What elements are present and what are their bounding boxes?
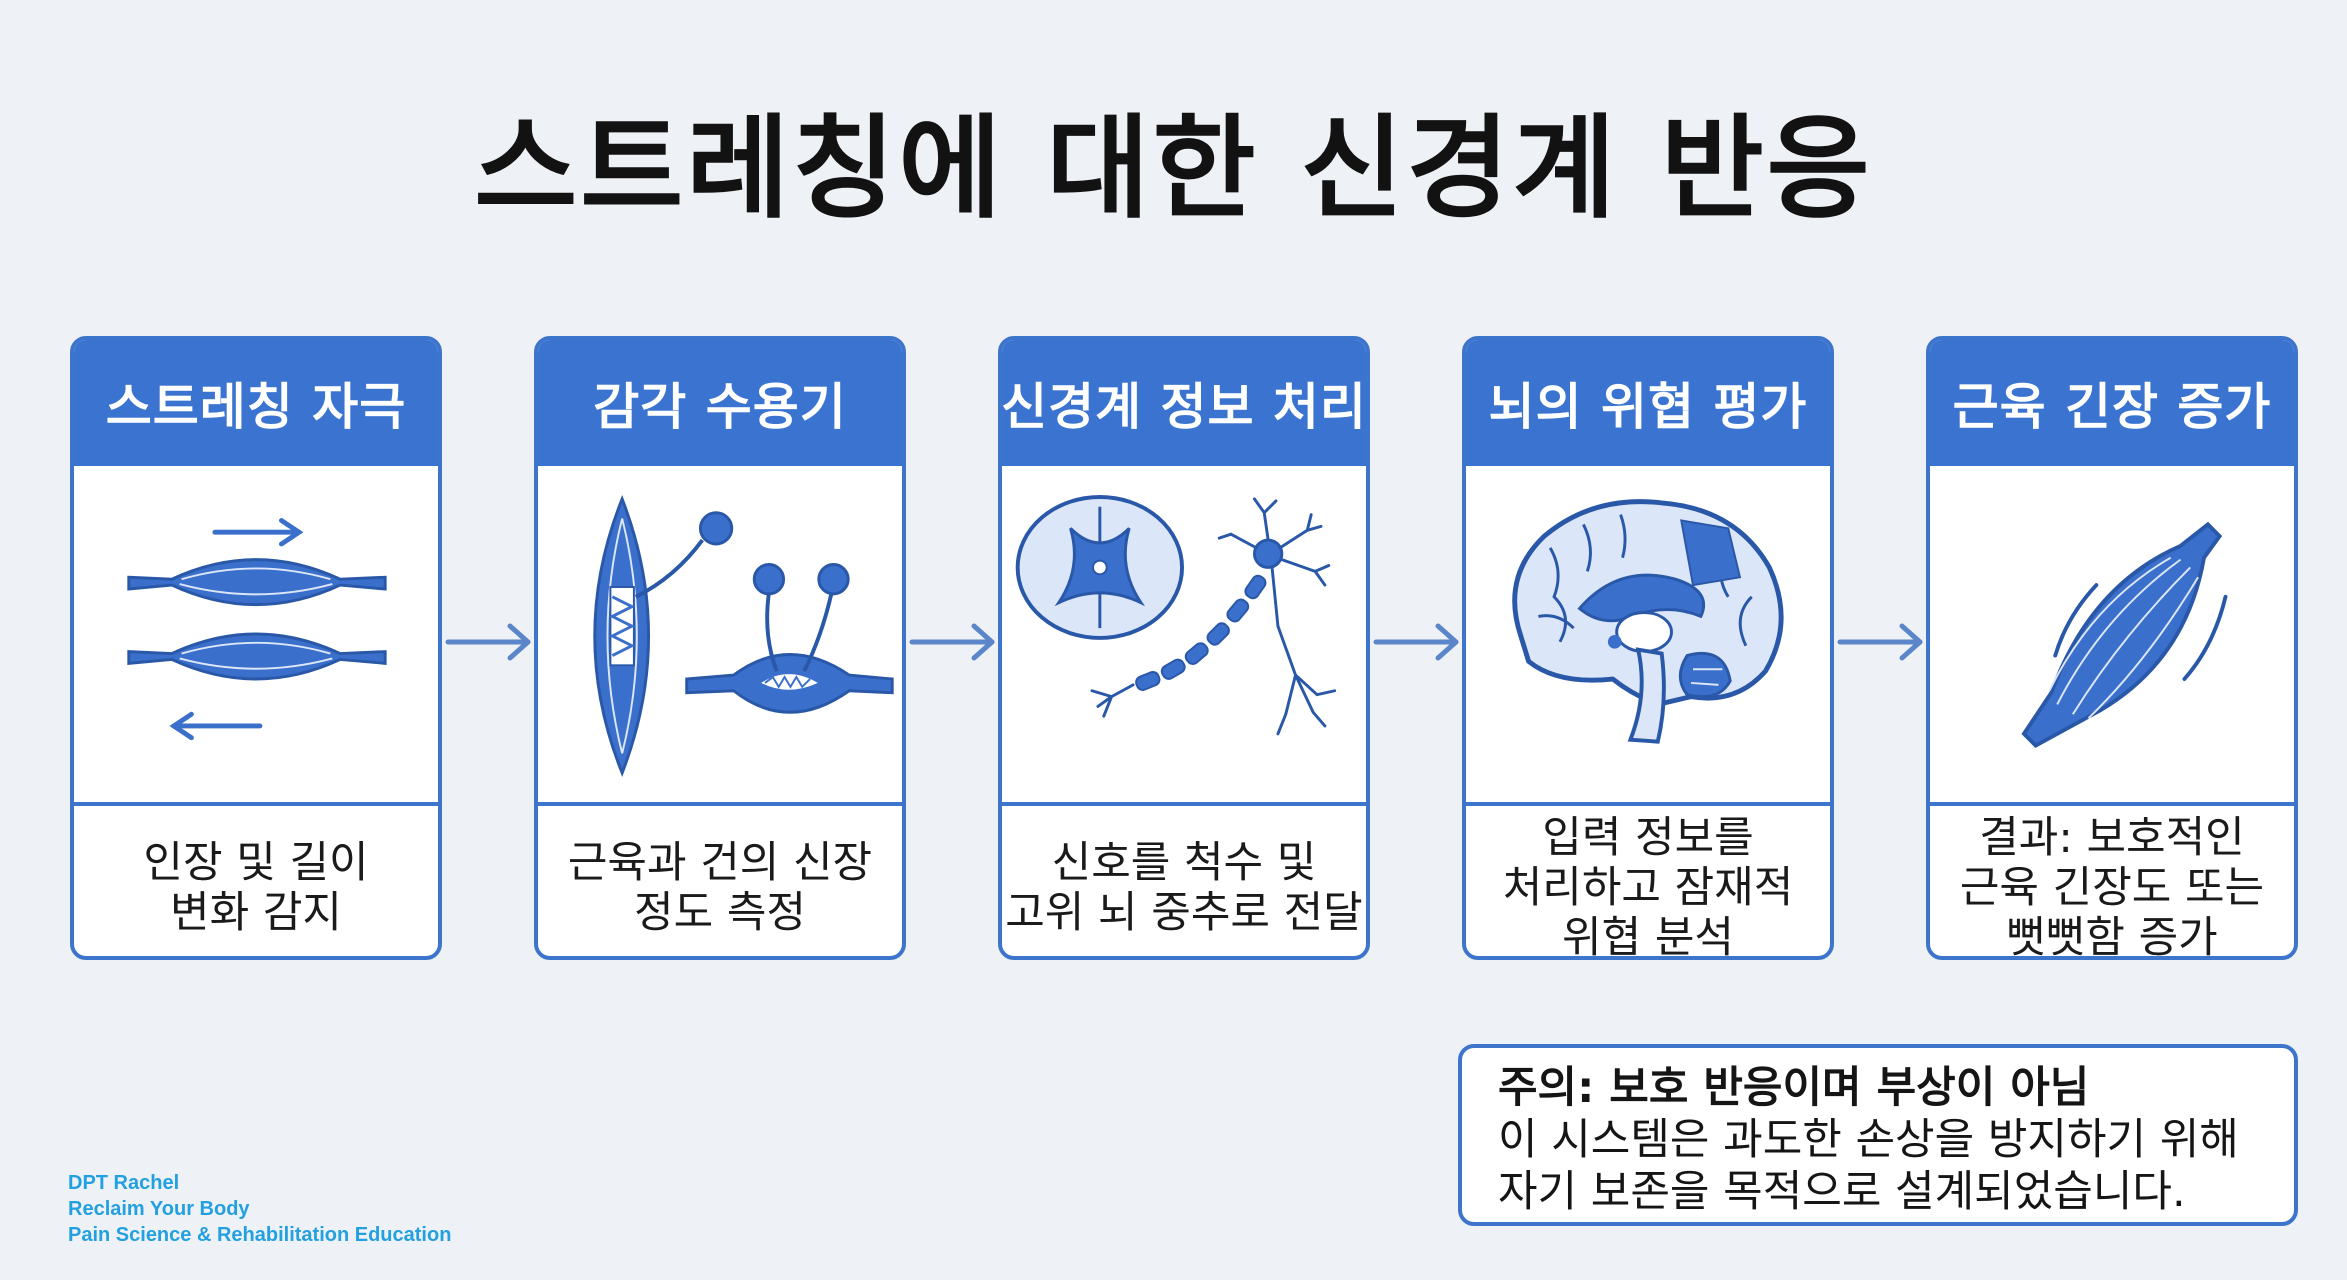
card-divider [538,802,902,806]
credit-line: Pain Science & Rehabilitation Education [68,1224,452,1246]
step-description: 결과: 보호적인 근육 긴장도 또는 뻣뻣함 증가 [1936,813,2288,960]
arrow-right-icon [1373,623,1459,661]
brain-icon [1466,466,1830,802]
step-description: 입력 정보를 처리하고 잠재적 위협 분석 [1472,813,1824,960]
step-card-nervous-processing: 신경계 정보 처리 [998,336,1370,960]
credit-line: Reclaim Your Body [68,1198,250,1220]
spinal-cord-neuron-icon [1002,466,1366,802]
description-line: 뻣뻣함 증가 [2006,913,2218,960]
stretched-muscle-icon [74,466,438,802]
step-card-brain-threat-evaluation: 뇌의 위협 평가 입력 정보를 처리하고 잠재적 위협 분석 [1462,336,1834,960]
description-line: 근육 긴장도 또는 [1959,863,2265,913]
card-divider [1466,802,1830,806]
caution-note: 주의: 보호 반응이며 부상이 아님 이 시스템은 과도한 손상을 방지하기 위… [1458,1044,2298,1226]
step-heading: 감각 수용기 [538,340,902,466]
arrow-right-icon [445,623,531,661]
description-line: 결과: 보호적인 [1979,813,2245,863]
description-line: 정도 측정 [634,888,806,938]
description-line: 입력 정보를 [1542,813,1754,863]
description-line: 근육과 건의 신장 [567,838,873,888]
note-line: 이 시스템은 과도한 손상을 방지하기 위해 [1498,1115,2239,1165]
step-card-stretch-stimulus: 스트레칭 자극 인장 및 길이 변화 감지 [70,336,442,960]
step-heading: 신경계 정보 처리 [1002,340,1366,466]
description-line: 위협 분석 [1562,913,1734,960]
page-title: 스트레칭에 대한 신경계 반응 [474,104,1873,234]
note-line: 자기 보존을 목적으로 설계되었습니다. [1498,1167,2186,1217]
muscle-spindle-receptor-icon [538,466,902,802]
note-title: 주의: 보호 반응이며 부상이 아님 [1498,1063,2090,1113]
step-description: 근육과 건의 신장 정도 측정 [544,818,896,956]
description-line: 고위 뇌 중추로 전달 [1005,888,1363,938]
card-divider [1002,802,1366,806]
step-heading: 스트레칭 자극 [74,340,438,466]
description-line: 처리하고 잠재적 [1502,863,1794,913]
arrow-right-icon [909,623,995,661]
step-description: 인장 및 길이 변화 감지 [80,818,432,956]
step-heading: 근육 긴장 증가 [1930,340,2294,466]
card-divider [74,802,438,806]
credit-line: DPT Rachel [68,1172,180,1194]
tense-muscle-icon [1930,466,2294,802]
card-divider [1930,802,2294,806]
step-card-sensory-receptors: 감각 수용기 근육과 건의 신장 정도 측정 [534,336,906,960]
description-line: 신호를 척수 및 [1051,838,1317,888]
description-line: 인장 및 길이 [143,838,369,888]
step-description: 신호를 척수 및 고위 뇌 중추로 전달 [1005,818,1363,956]
description-line: 변화 감지 [170,888,342,938]
author-credit: DPT Rachel Reclaim Your Body Pain Scienc… [68,1170,451,1248]
step-card-muscle-tension: 근육 긴장 증가 결과: 보호적인 근육 긴장도 또는 뻣뻣함 증가 [1926,336,2298,960]
step-heading: 뇌의 위협 평가 [1466,340,1830,466]
arrow-right-icon [1837,623,1923,661]
